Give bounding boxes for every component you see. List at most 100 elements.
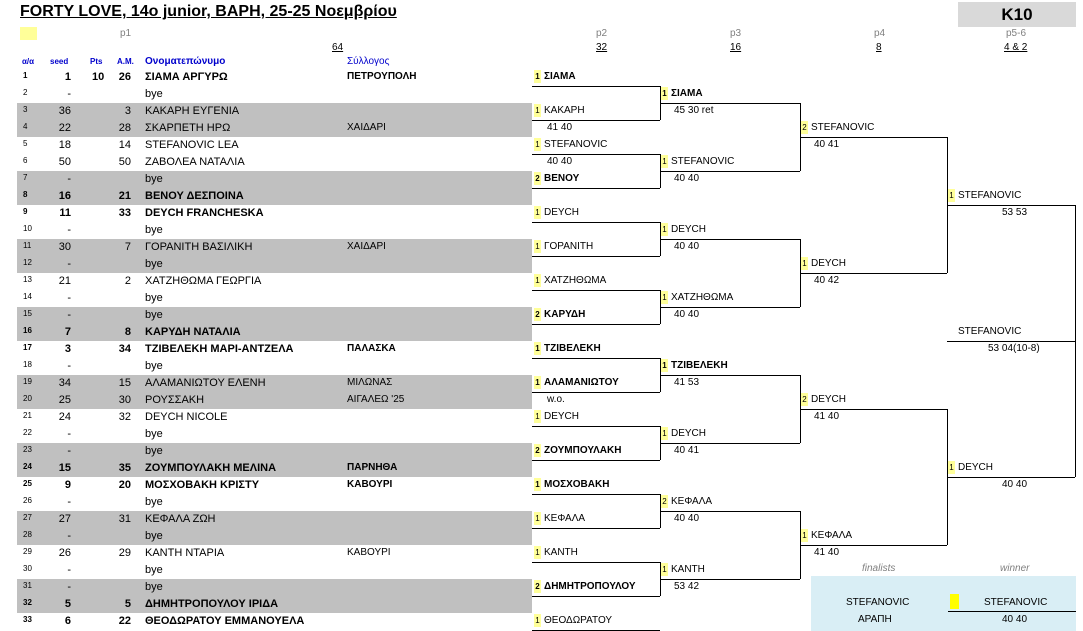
winner-line bbox=[948, 611, 1076, 612]
bracket-line bbox=[532, 392, 660, 393]
seed-value: 5 bbox=[64, 598, 71, 610]
phase-p56: p5-6 bbox=[1006, 28, 1027, 39]
player-row: 7-bye bbox=[17, 171, 532, 188]
phase-p3: p3 bbox=[730, 28, 742, 39]
advancing-player: STEFANOVIC bbox=[958, 190, 1022, 201]
seed-marker: 1 bbox=[534, 274, 541, 287]
winner-marker bbox=[950, 594, 959, 609]
row-number: 15 bbox=[23, 309, 32, 318]
member-number: 32 bbox=[118, 411, 131, 423]
player-row: 22-bye bbox=[17, 426, 532, 443]
advancing-player: ΔΗΜΗΤΡΟΠΟΥΛΟΥ bbox=[544, 581, 636, 592]
bracket-line bbox=[532, 562, 660, 563]
member-number: 35 bbox=[118, 462, 131, 474]
row-number: 28 bbox=[23, 530, 32, 539]
advancing-player: ΚΑΝΤΗ bbox=[671, 564, 705, 575]
player-name: bye bbox=[145, 496, 163, 508]
club-name: ΠΕΤΡΟΥΠΟΛΗ bbox=[347, 71, 417, 82]
advancing-player: STEFANOVIC bbox=[958, 326, 1022, 337]
seed-value: - bbox=[67, 88, 71, 100]
seed-value: - bbox=[67, 309, 71, 321]
advancing-player: ΖΟΥΜΠΟΥΛΑΚΗ bbox=[544, 445, 622, 456]
player-name: bye bbox=[145, 564, 163, 576]
bracket-line bbox=[532, 324, 660, 325]
player-row: 28-bye bbox=[17, 528, 532, 545]
player-name: ΤΖΙΒΕΛΕΚΗ ΜΑΡΙ-ΑΝΤΖΕΛΑ bbox=[145, 343, 294, 355]
col-seed: seed bbox=[50, 57, 69, 66]
row-number: 2 bbox=[23, 88, 28, 97]
match-score: 41 40 bbox=[547, 122, 573, 133]
advancing-player: ΓΟΡΑΝΙΤΗ bbox=[544, 241, 594, 252]
player-row: 26-bye bbox=[17, 494, 532, 511]
club-name: ΠΑΛΑΣΚΑ bbox=[347, 343, 396, 354]
seed-marker: 2 bbox=[534, 580, 541, 593]
finalist-1: STEFANOVIC bbox=[846, 597, 910, 608]
seed-marker: 1 bbox=[534, 546, 541, 559]
advancing-player: ΣΙΑΜΑ bbox=[544, 71, 576, 82]
player-name: ΖΟΥΜΠΟΥΛΑΚΗ ΜΕΛΙΝΑ bbox=[145, 462, 277, 474]
match-score: 40 40 bbox=[547, 156, 573, 167]
seed-marker: 1 bbox=[661, 87, 668, 100]
player-row: 18-bye bbox=[17, 358, 532, 375]
seed-value: 18 bbox=[58, 139, 71, 151]
bracket-line bbox=[532, 358, 660, 359]
page-title: FORTY LOVE, 14o junior, ΒΑΡΗ, 25-25 Νοεμ… bbox=[20, 3, 397, 20]
bracket-line bbox=[660, 375, 800, 376]
row-number: 14 bbox=[23, 292, 32, 301]
player-row: 24 15 35 ΖΟΥΜΠΟΥΛΑΚΗ ΜΕΛΙΝΑ ΠΑΡΝΗΘΑ bbox=[17, 460, 532, 477]
row-number: 24 bbox=[23, 462, 32, 471]
seed-value: - bbox=[67, 224, 71, 236]
player-row: 23-bye bbox=[17, 443, 532, 460]
match-score: 40 42 bbox=[814, 275, 840, 286]
club-name: ΠΑΡΝΗΘΑ bbox=[347, 462, 398, 473]
seed-value: 27 bbox=[58, 513, 71, 525]
seed-marker: 1 bbox=[661, 563, 668, 576]
col-ao: α/α bbox=[22, 57, 35, 66]
bracket-line bbox=[800, 137, 947, 138]
member-number: 21 bbox=[118, 190, 131, 202]
seed-marker: 1 bbox=[948, 461, 955, 474]
bracket-line bbox=[532, 426, 660, 427]
seed-marker: 1 bbox=[801, 529, 808, 542]
player-name: ΚΕΦΑΛΑ ΖΩΗ bbox=[145, 513, 216, 525]
row-number: 22 bbox=[23, 428, 32, 437]
player-name: bye bbox=[145, 445, 163, 457]
seed-value: - bbox=[67, 496, 71, 508]
row-number: 33 bbox=[23, 615, 32, 624]
seed-value: 6 bbox=[64, 615, 71, 627]
seed-marker: 1 bbox=[534, 70, 541, 83]
seed-marker: 2 bbox=[534, 444, 541, 457]
seed-value: 15 bbox=[58, 462, 71, 474]
col-am: Α.Μ. bbox=[117, 57, 134, 66]
row-number: 19 bbox=[23, 377, 32, 386]
seed-value: 1 bbox=[64, 71, 71, 83]
seed-value: - bbox=[67, 445, 71, 457]
match-score: 45 30 ret bbox=[674, 105, 714, 116]
bracket-line bbox=[660, 511, 800, 512]
row-number: 21 bbox=[23, 411, 32, 420]
player-row: 15-bye bbox=[17, 307, 532, 324]
bracket-line bbox=[532, 290, 660, 291]
advancing-player: ΧΑΤΖΗΘΩΜΑ bbox=[671, 292, 734, 303]
row-number: 18 bbox=[23, 360, 32, 369]
member-number: 31 bbox=[118, 513, 131, 525]
seed-value: 22 bbox=[58, 122, 71, 134]
seed-value: - bbox=[67, 258, 71, 270]
row-number: 20 bbox=[23, 394, 32, 403]
advancing-player: ΜΟΣΧΟΒΑΚΗ bbox=[544, 479, 610, 490]
